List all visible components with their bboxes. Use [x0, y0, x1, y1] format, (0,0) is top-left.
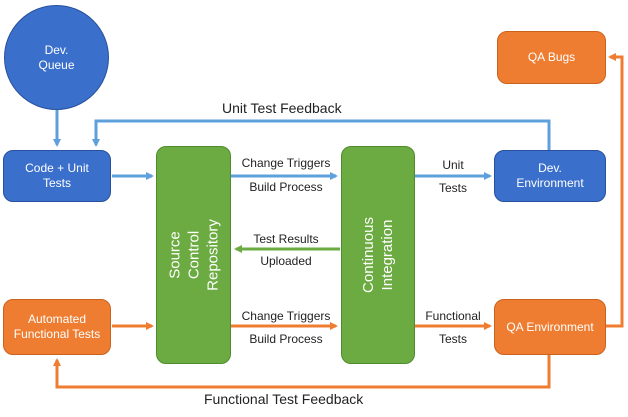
- dev-environment-node: Dev. Environment: [494, 150, 606, 202]
- ci-label-line1: Continuous: [360, 217, 377, 293]
- change-triggers-bottom-label: Change Triggers: [241, 309, 331, 323]
- tests-top-label: Tests: [438, 181, 467, 195]
- dev-queue-label: Dev. Queue: [38, 42, 75, 72]
- qa-environment-node: QA Environment: [494, 299, 606, 355]
- arrow-functional-test-feedback: [53, 355, 551, 389]
- continuous-integration-node: Continuous Integration: [341, 146, 415, 364]
- source-control-label-line1: Source Control: [166, 230, 202, 280]
- arrow-unit-test-feedback: [92, 119, 551, 150]
- ci-label-line2: Integration: [379, 219, 396, 291]
- build-process-bottom-label: Build Process: [249, 332, 323, 346]
- unit-test-feedback-label: Unit Test Feedback: [222, 100, 342, 116]
- tests-bottom-label: Tests: [438, 332, 467, 346]
- code-unit-tests-label: Code + Unit Tests: [25, 161, 89, 190]
- source-control-label-line2: Repository: [204, 219, 221, 291]
- qa-bugs-label: QA Bugs: [527, 50, 576, 64]
- change-triggers-top-label: Change Triggers: [241, 156, 331, 170]
- functional-label: Functional: [425, 309, 481, 323]
- automated-functional-tests-label: Automated Functional Tests: [13, 312, 101, 341]
- uploaded-label: Uploaded: [260, 254, 312, 268]
- code-unit-tests-node: Code + Unit Tests: [3, 150, 111, 202]
- qa-environment-label: QA Environment: [506, 319, 594, 334]
- dev-environment-label: Dev. Environment: [516, 161, 584, 190]
- source-control-repository-node: Source Control Repository: [156, 146, 231, 364]
- test-results-label: Test Results: [253, 232, 319, 246]
- functional-test-feedback-label: Functional Test Feedback: [204, 391, 364, 407]
- arrow-qa-env-to-qa-bugs: [606, 53, 624, 328]
- dev-queue-node: Dev. Queue: [4, 5, 109, 110]
- automated-functional-tests-node: Automated Functional Tests: [3, 299, 111, 355]
- build-process-top-label: Build Process: [249, 180, 323, 194]
- unit-label: Unit: [442, 158, 464, 172]
- qa-bugs-node: QA Bugs: [497, 31, 606, 84]
